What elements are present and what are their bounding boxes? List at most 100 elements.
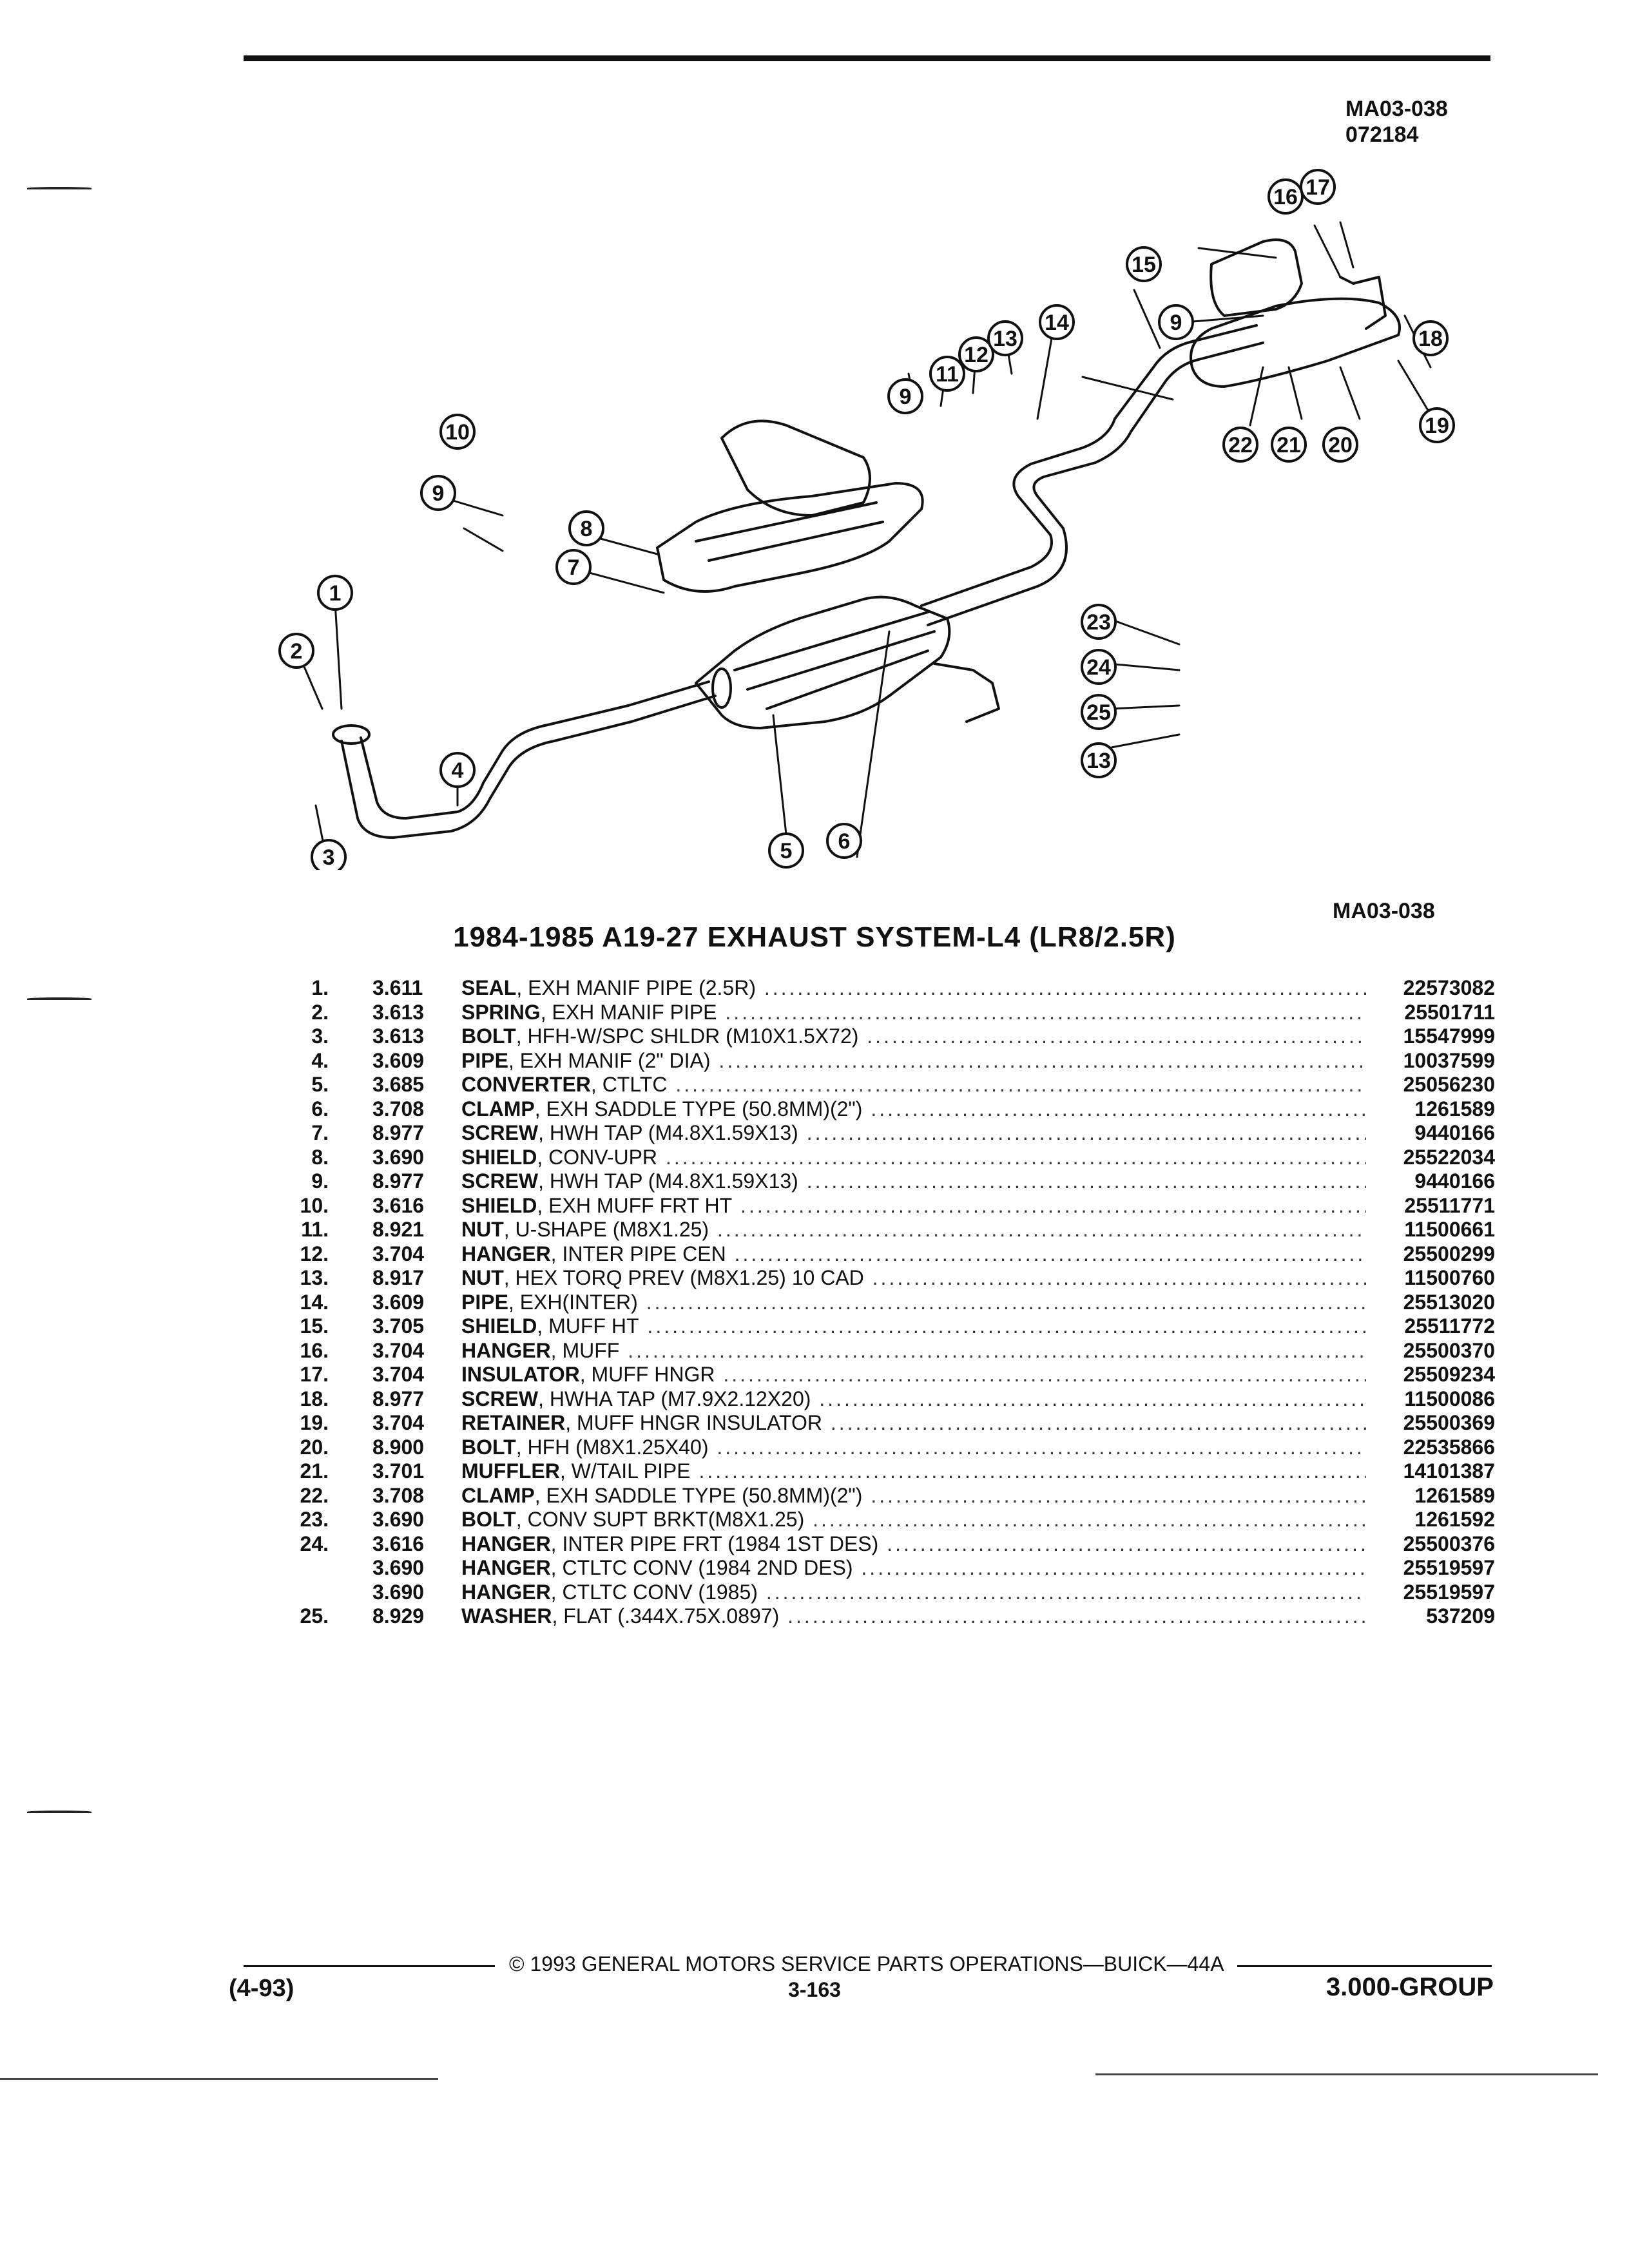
part-detail: , HEX TORQ PREV (M8X1.25) 10 CAD: [503, 1266, 864, 1289]
svg-text:4: 4: [452, 758, 464, 783]
item-number: 2.: [311, 1000, 329, 1024]
part-detail: , CTLTC CONV (1985): [550, 1580, 758, 1604]
copyright-notice: © 1993 GENERAL MOTORS SERVICE PARTS OPER…: [509, 1952, 1224, 1975]
group-number: 3.690: [372, 1508, 425, 1531]
part-detail: , EXH MUFF FRT HT: [537, 1193, 733, 1217]
svg-text:23: 23: [1086, 610, 1111, 635]
group-code: 3.000-GROUP: [1325, 1973, 1494, 2001]
group-number: 8.917: [372, 1266, 425, 1289]
date-code: 072184: [1345, 122, 1419, 147]
part-description: WASHER, FLAT (.344X.75X.0897) ..........…: [461, 1604, 1366, 1629]
dot-leader: ........................................…: [723, 1363, 1366, 1386]
part-number: 25513020: [1403, 1290, 1495, 1314]
part-name: HANGER: [461, 1580, 551, 1604]
part-detail: , MUFF: [550, 1338, 620, 1362]
item-number: 6.: [311, 1097, 329, 1120]
part-number: 15547999: [1403, 1024, 1495, 1048]
figure-code: MA03-038: [1345, 97, 1448, 121]
dot-leader: ........................................…: [806, 1121, 1366, 1144]
group-number: 3.611: [372, 976, 423, 999]
part-description: NUT, HEX TORQ PREV (M8X1.25) 10 CAD ....…: [461, 1266, 1366, 1291]
callout-19: 19: [1419, 407, 1455, 443]
footer-rule-right: [1237, 1965, 1492, 1967]
part-description: BOLT, HFH (M8X1.25X40) .................…: [461, 1436, 1366, 1460]
svg-text:12: 12: [964, 343, 988, 367]
item-number: 20.: [300, 1435, 329, 1459]
part-description: SPRING, EXH MANIF PIPE .................…: [461, 1001, 1366, 1025]
margin-mark: [27, 1811, 92, 1813]
dot-leader: ........................................…: [740, 1193, 1366, 1217]
part-description: HANGER, INTER PIPE CEN .................…: [461, 1242, 1366, 1267]
group-number: 3.609: [372, 1290, 425, 1314]
callout-3: 3: [311, 839, 347, 870]
exhaust-system-diagram: 1 2 3 4 5 6 7 8 9 9 9 10 11 12 13 13 14 …: [278, 169, 1455, 870]
part-number: 25501711: [1404, 1000, 1495, 1024]
part-detail: , HWH TAP (M4.8X1.59X13): [538, 1169, 798, 1193]
item-number: 13.: [300, 1266, 329, 1289]
part-number: 25500370: [1403, 1338, 1495, 1362]
part-number: 25500376: [1403, 1532, 1495, 1555]
callout-7: 7: [555, 549, 592, 585]
callout-14: 14: [1039, 304, 1075, 340]
callout-15: 15: [1126, 246, 1162, 282]
part-detail: , EXH MANIF PIPE (2.5R): [516, 976, 756, 999]
callout-10: 10: [439, 414, 476, 450]
group-number: 8.929: [372, 1604, 425, 1628]
callout-16: 16: [1268, 178, 1304, 215]
dot-leader: ........................................…: [718, 1048, 1366, 1072]
callout-5: 5: [768, 832, 804, 869]
svg-text:11: 11: [936, 362, 959, 387]
dot-leader: ........................................…: [764, 976, 1366, 999]
group-number: 8.977: [372, 1169, 425, 1193]
part-number: 25056230: [1403, 1073, 1495, 1096]
dot-leader: ........................................…: [806, 1169, 1366, 1193]
figure-code-bottom: MA03-038: [1333, 899, 1435, 923]
item-number: 10.: [300, 1193, 329, 1217]
part-number: 9440166: [1414, 1121, 1495, 1144]
part-name: BOLT: [461, 1024, 516, 1048]
group-number: 3.690: [372, 1556, 425, 1579]
pipe-flange: [711, 668, 732, 709]
item-number: 8.: [311, 1145, 329, 1169]
dot-leader: ........................................…: [830, 1411, 1366, 1434]
callout-4: 4: [439, 752, 476, 788]
callout-13: 13: [1081, 742, 1117, 778]
part-number: 9440166: [1414, 1169, 1495, 1193]
svg-text:22: 22: [1228, 433, 1253, 457]
group-number: 8.977: [372, 1387, 425, 1410]
muffler-front-shield: [720, 419, 871, 517]
callout-11: 11: [929, 356, 965, 392]
part-detail: , HFH-W/SPC SHLDR (M10X1.5X72): [516, 1024, 859, 1048]
part-description: SHIELD, MUFF HT ........................…: [461, 1314, 1366, 1339]
svg-text:7: 7: [568, 555, 580, 580]
part-number: 25519597: [1403, 1580, 1495, 1604]
part-number: 25500369: [1403, 1411, 1495, 1434]
part-number: 22535866: [1403, 1435, 1495, 1459]
callout-6: 6: [826, 823, 862, 859]
item-number: 25.: [300, 1604, 329, 1628]
callout-8: 8: [568, 510, 604, 546]
margin-mark: [27, 187, 92, 189]
part-detail: , EXH MANIF PIPE: [540, 1000, 717, 1024]
part-name: SHIELD: [461, 1193, 537, 1217]
dot-leader: ........................................…: [819, 1387, 1366, 1410]
svg-text:5: 5: [780, 839, 793, 863]
dot-leader: ........................................…: [787, 1604, 1366, 1628]
footer-rule-left: [244, 1965, 495, 1967]
page-title: 1984-1985 A19-27 EXHAUST SYSTEM-L4 (LR8/…: [453, 921, 1176, 953]
dot-leader: ........................................…: [699, 1459, 1366, 1483]
dot-leader: ........................................…: [766, 1580, 1366, 1604]
part-detail: , U-SHAPE (M8X1.25): [503, 1218, 709, 1241]
item-number: 12.: [300, 1242, 329, 1265]
group-number: 3.701: [372, 1459, 425, 1483]
dot-leader: ........................................…: [675, 1073, 1366, 1096]
callout-25: 25: [1081, 694, 1117, 730]
part-name: NUT: [461, 1218, 504, 1241]
part-detail: , HWHA TAP (M7.9X2.12X20): [538, 1387, 811, 1410]
group-number: 8.921: [372, 1218, 425, 1241]
